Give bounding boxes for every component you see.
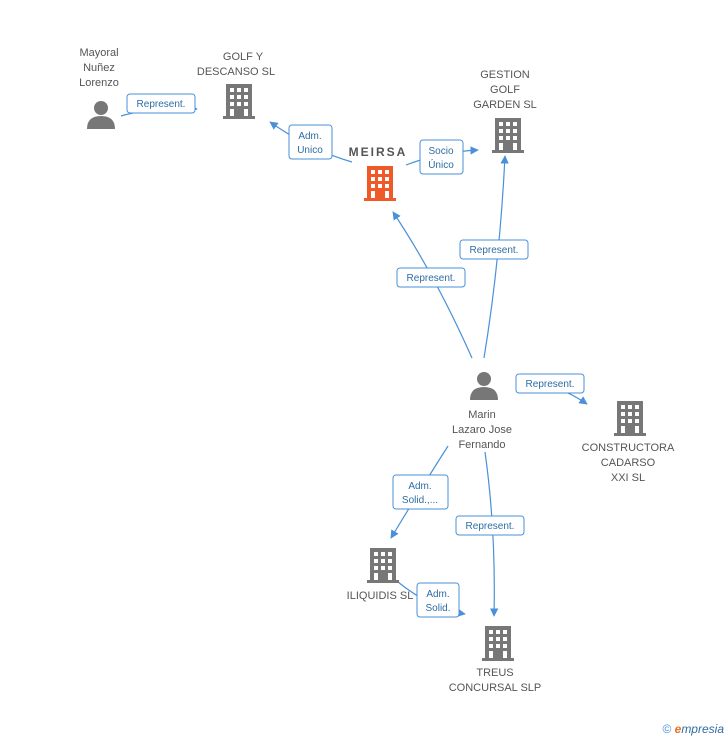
building-icon — [492, 118, 524, 153]
node-label-line: GESTION — [480, 69, 530, 81]
edge-label-mayoral-golf: Represent. — [126, 93, 196, 114]
node-label-line: Fernando — [458, 439, 505, 451]
edge-label-meirsa-gestion: Socio Único — [419, 139, 464, 175]
node-label-line: DESCANSO SL — [197, 66, 275, 78]
building-icon — [367, 548, 399, 583]
node-gestion-golf[interactable]: GESTION GOLF GARDEN SL — [473, 69, 537, 153]
edge-label-marin-meirsa: Represent. — [396, 267, 466, 288]
edge-label-text: Socio — [428, 146, 453, 157]
node-constructora[interactable]: CONSTRUCTORA CADARSO XXI SL — [582, 401, 675, 484]
edge-label-text: Adm. — [426, 589, 449, 600]
node-label-line: Nuñez — [83, 62, 115, 74]
node-label-line: GARDEN SL — [473, 99, 537, 111]
person-icon — [87, 101, 115, 129]
edge-label-meirsa-golf: Adm. Unico — [288, 124, 333, 160]
node-golf-descanso[interactable]: GOLF Y DESCANSO SL — [197, 51, 275, 119]
node-marin[interactable]: Marin Lazaro Jose Fernando — [452, 372, 512, 451]
edge-label-marin-constructora: Represent. — [515, 373, 585, 394]
building-icon — [223, 84, 255, 119]
node-label-line: CADARSO — [601, 457, 656, 469]
node-label-line: CONCURSAL SLP — [449, 682, 542, 694]
edge-label-text: Solid. — [425, 603, 450, 614]
edge-label-text: Único — [428, 158, 454, 171]
node-iliquidis[interactable]: ILIQUIDIS SL — [347, 548, 414, 602]
edge-label-iliquidis-treus: Adm. Solid. — [416, 582, 460, 618]
node-label-line: GOLF Y — [223, 51, 264, 63]
edge-label-text: Represent. — [470, 245, 519, 256]
edge-label-text: Adm. — [408, 481, 431, 492]
edge-label-text: Adm. — [298, 131, 321, 142]
edge-label-text: Represent. — [526, 379, 575, 390]
node-label-line: Marin — [468, 409, 496, 421]
edge-label-text: Represent. — [137, 99, 186, 110]
building-icon — [482, 626, 514, 661]
building-icon — [614, 401, 646, 436]
node-mayoral[interactable]: Mayoral Nuñez Lorenzo — [79, 47, 119, 129]
building-icon — [364, 166, 396, 201]
footer-brand: © empresia — [662, 722, 724, 736]
edge-label-text: Represent. — [466, 521, 515, 532]
copyright-icon: © — [662, 722, 672, 736]
edge-label-text: Represent. — [407, 273, 456, 284]
node-treus[interactable]: TREUS CONCURSAL SLP — [449, 626, 542, 694]
edge-label-text: Unico — [297, 145, 323, 156]
edge-label-text: Solid.,... — [402, 495, 438, 506]
brand-logo-text: mpresia — [681, 722, 724, 736]
node-label-line: ILIQUIDIS SL — [347, 590, 414, 602]
edge-label-marin-iliquidis: Adm. Solid.,... — [392, 474, 449, 510]
person-icon — [470, 372, 498, 400]
node-label-line: Lorenzo — [79, 77, 119, 89]
node-label-line: TREUS — [476, 667, 513, 679]
node-label-line: CONSTRUCTORA — [582, 442, 675, 454]
node-label-line: GOLF — [490, 84, 520, 96]
edge-label-marin-gestion: Represent. — [459, 239, 529, 260]
node-meirsa[interactable]: MEIRSA — [349, 145, 408, 201]
node-label-line: Lazaro Jose — [452, 424, 512, 436]
edge-label-marin-treus: Represent. — [455, 515, 525, 536]
node-label-line: Mayoral — [79, 47, 118, 59]
brand-logo-initial: e — [674, 722, 682, 736]
node-label-line: XXI SL — [611, 472, 645, 484]
node-label-main: MEIRSA — [349, 145, 408, 159]
